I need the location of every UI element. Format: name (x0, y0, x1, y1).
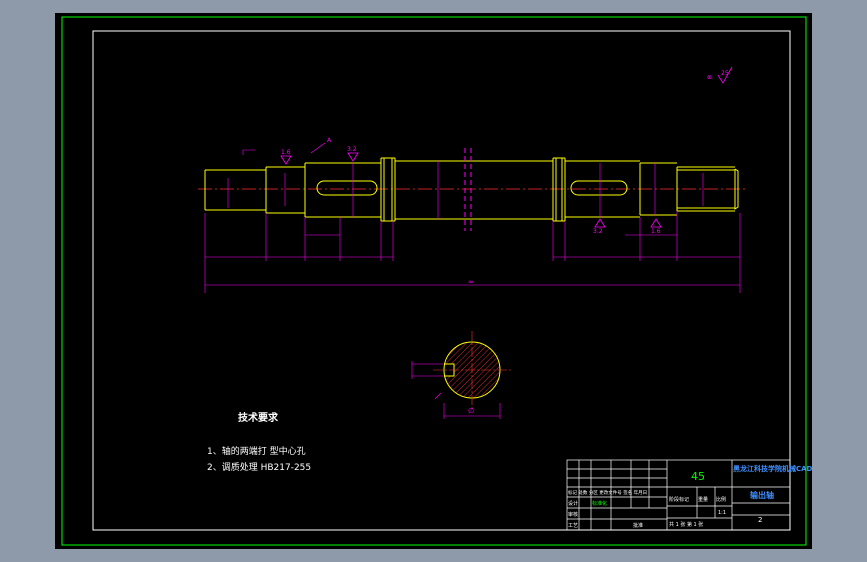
revision-header: 标记 处数 分区 更改文件号 签名 年月日 (568, 489, 647, 496)
roughness-label-2: 3.2 (347, 146, 357, 153)
shaft-drawing: ⊗ 25 (61, 16, 812, 546)
roughness-marks (280, 152, 662, 228)
material-label: 45 (691, 470, 705, 483)
general-roughness: ⊗ 25 (707, 66, 733, 84)
cad-viewport[interactable]: ⊗ 25 (55, 13, 812, 549)
left-keyway (316, 180, 378, 196)
dimensions (204, 142, 741, 293)
roughness-label-1: 1.6 (281, 149, 291, 156)
note-1: 1、轴的两端打 型中心孔 (207, 445, 306, 457)
section-diameter-dim: ∅ (468, 407, 474, 415)
review-label: 审核 (568, 511, 578, 518)
standardize-label: 标准化 (592, 500, 607, 507)
notes-heading: 技术要求 (238, 411, 279, 424)
roughness-label-4: 1.6 (651, 228, 661, 235)
outer-frame (61, 16, 807, 546)
right-keyway (570, 180, 628, 196)
section-view: ∅ (411, 331, 511, 419)
ratio-label: 1:1 (718, 510, 726, 516)
school-name: 黑龙江科技学院机械CAD (733, 464, 812, 473)
note-2: 2、调质处理 HB217-255 (207, 461, 311, 473)
designer-label: 设计 (568, 500, 578, 507)
inner-frame (92, 30, 791, 531)
roughness-label-3: 3.2 (593, 228, 603, 235)
stage-mark-label: 阶段标记 (669, 496, 689, 503)
svg-text:⊗: ⊗ (707, 74, 712, 81)
title-block (566, 459, 791, 531)
sheet-label: 共 1 张 第 1 张 (669, 521, 703, 528)
approve-label: 批准 (633, 522, 643, 529)
shaft-outline (204, 148, 739, 231)
overall-length-dim: ∞ (468, 278, 474, 286)
quantity-label: 2 (758, 516, 762, 524)
weight-label: 重量 (698, 496, 708, 503)
drawing-name: 输出轴 (750, 490, 774, 500)
section-label: A (327, 137, 332, 144)
roughness-general-label: 25 (721, 70, 729, 77)
process-label: 工艺 (568, 523, 578, 529)
scale-label: 比例 (716, 496, 726, 503)
